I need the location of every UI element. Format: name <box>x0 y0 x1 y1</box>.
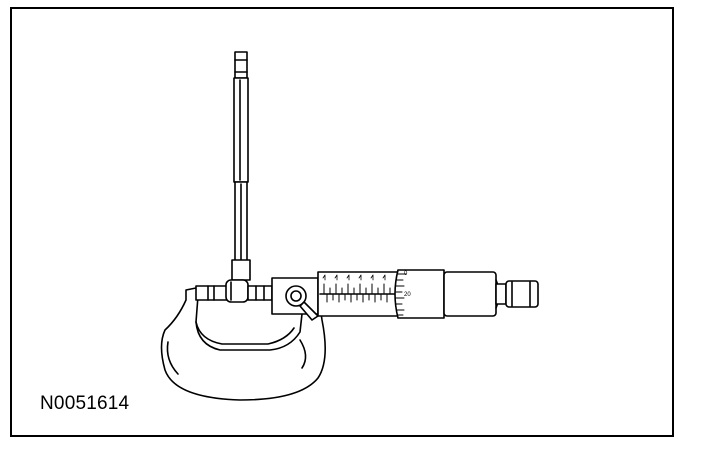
sleeve-scale <box>317 271 403 317</box>
lock-lever <box>271 277 319 321</box>
spindle <box>247 285 273 301</box>
thimble-mark-20: 20 <box>404 292 411 298</box>
ratchet-body <box>443 271 500 317</box>
thimble <box>394 269 445 319</box>
telescoping-gauge <box>225 51 251 303</box>
figure-id-label: N0051614 <box>40 393 130 414</box>
micrometer-frame <box>160 287 326 401</box>
ratchet-stop <box>495 280 539 308</box>
diagram-border <box>10 7 674 437</box>
thimble-mark-0: 0 <box>404 271 408 277</box>
anvil <box>195 285 233 301</box>
